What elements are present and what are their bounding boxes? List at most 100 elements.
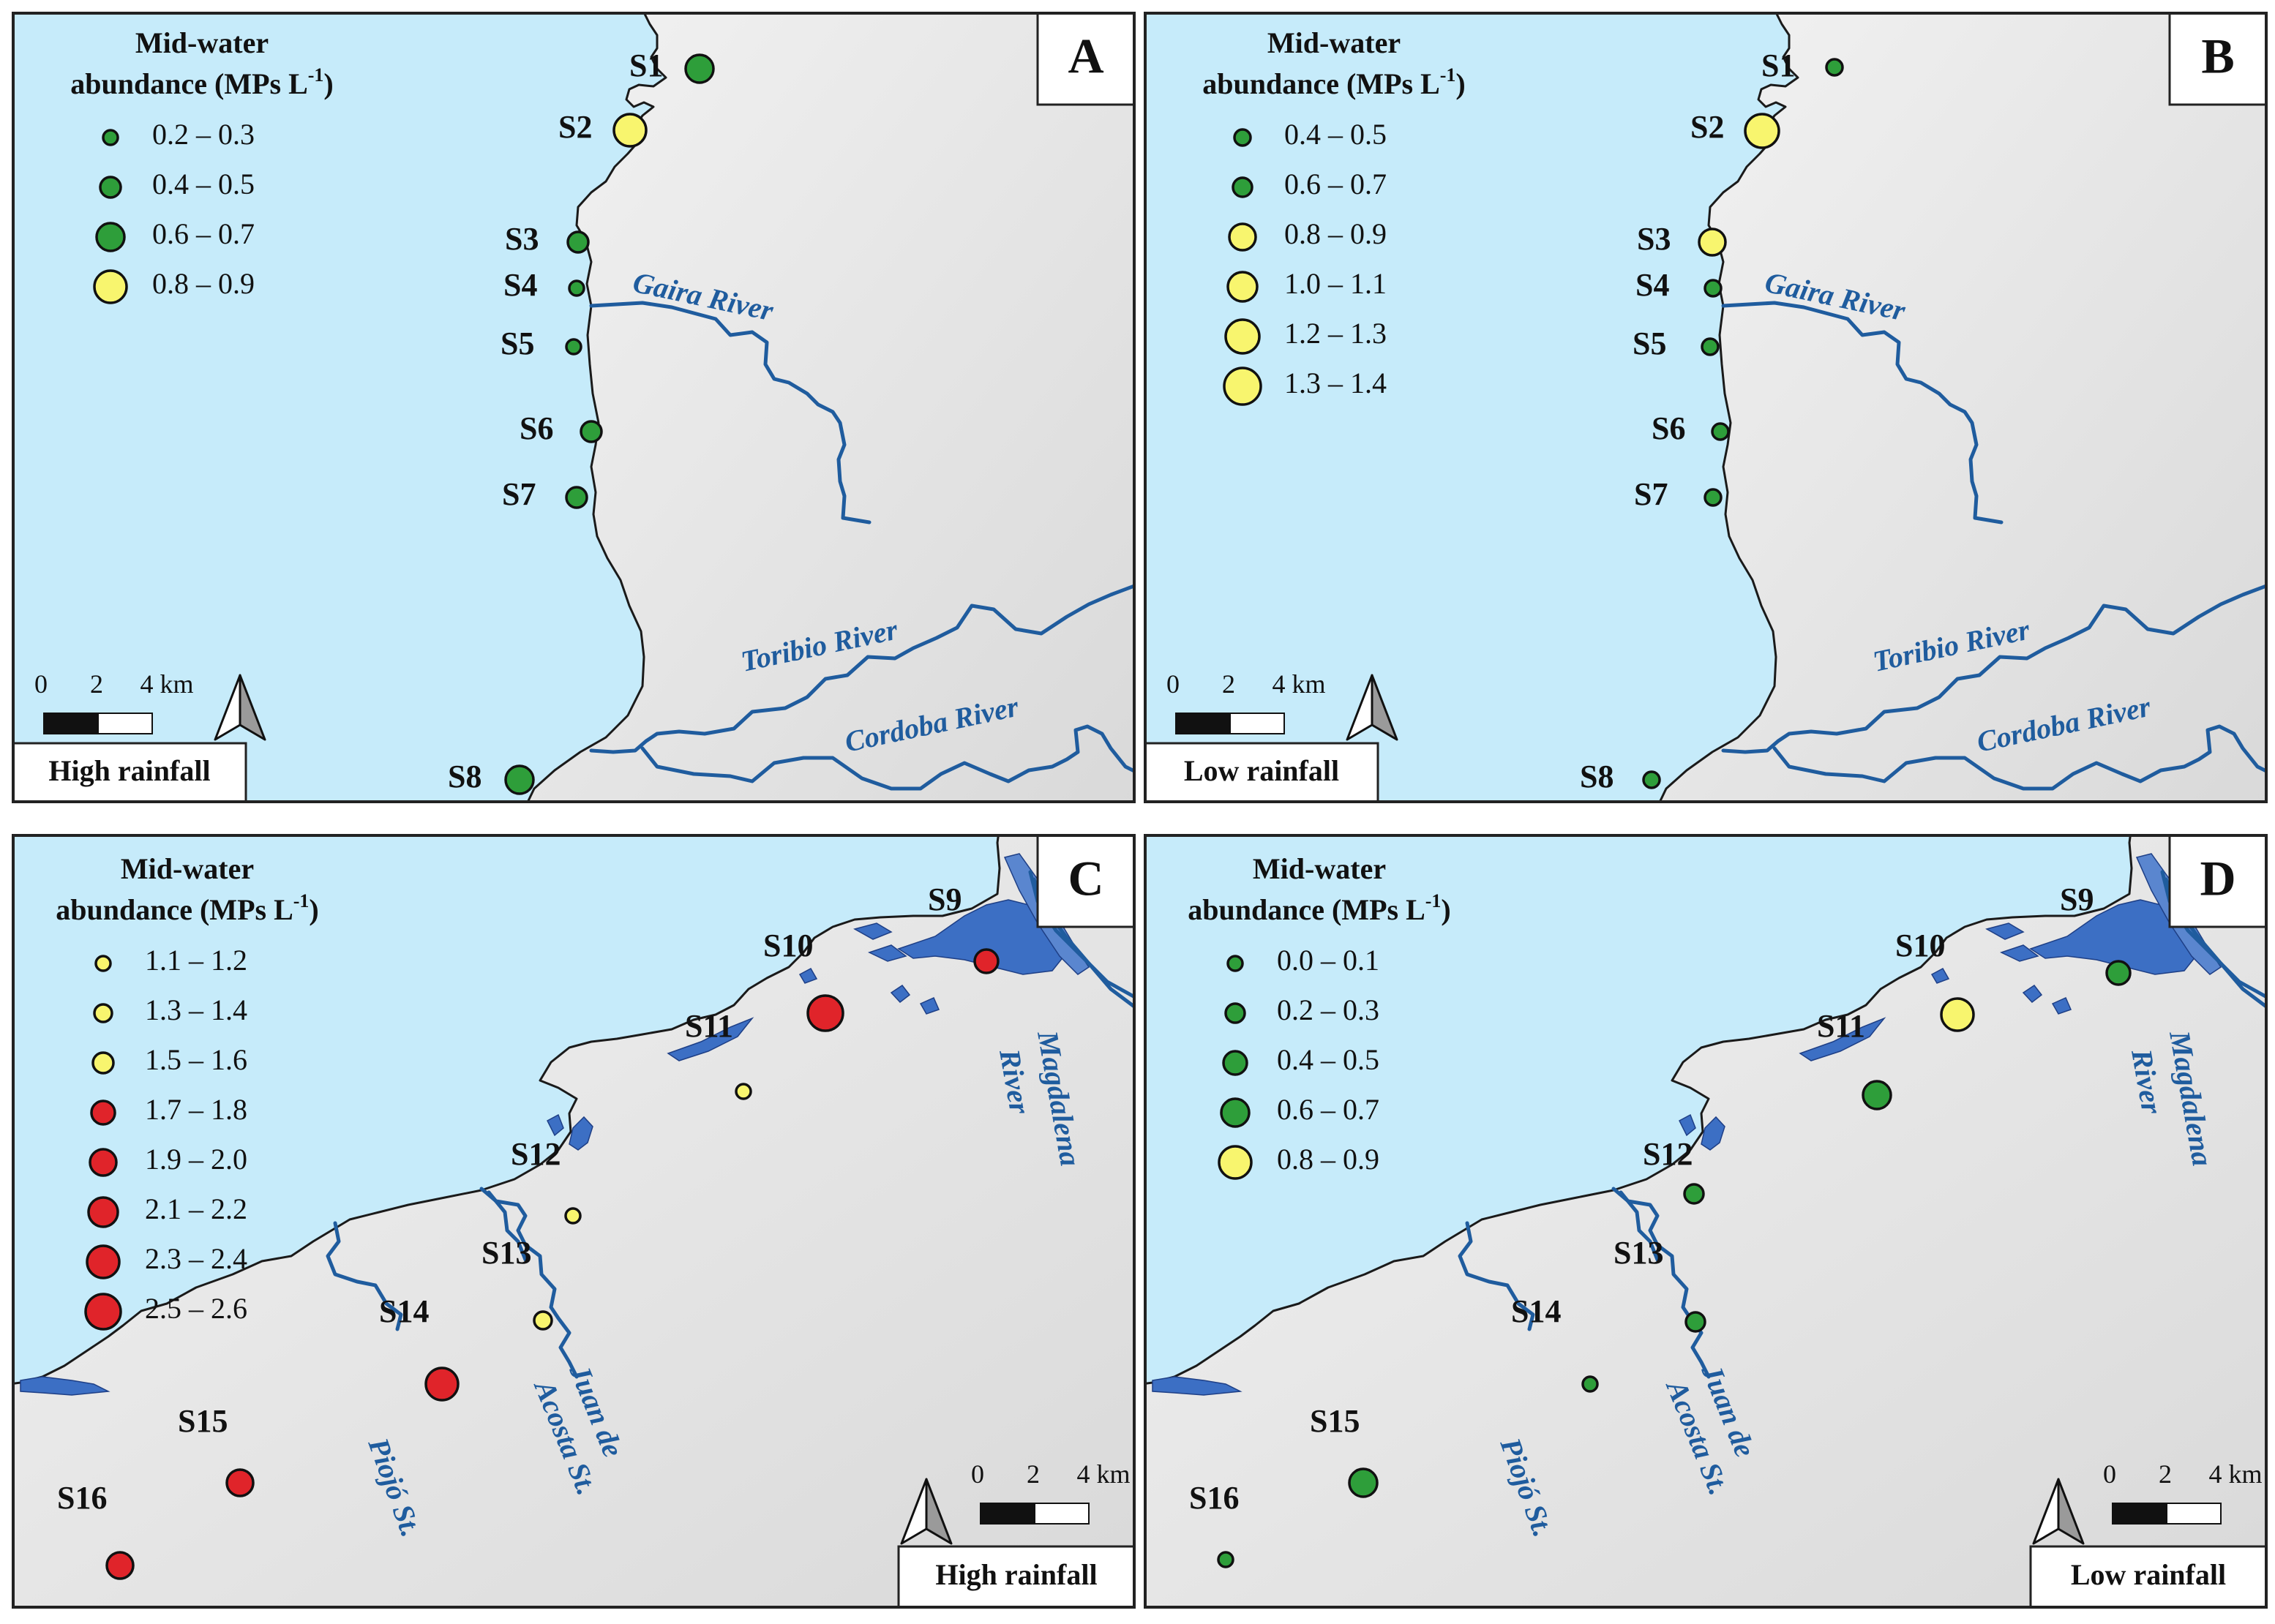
base-map xyxy=(1145,835,2266,1607)
legend-range-3: 1.0 – 1.1 xyxy=(1284,267,1387,300)
season-box: High rainfall xyxy=(12,742,247,803)
site-marker-s16 xyxy=(105,1551,135,1580)
panel-letter: B xyxy=(2201,29,2234,84)
site-label-s7: S7 xyxy=(1634,476,1668,512)
legend-range-0: 0.4 – 0.5 xyxy=(1284,118,1387,151)
site-label-s12: S12 xyxy=(511,1136,561,1172)
site-marker-s15 xyxy=(1348,1467,1379,1498)
site-marker-s6 xyxy=(580,420,603,443)
legend-range-5: 2.1 – 2.2 xyxy=(145,1192,247,1225)
panel-frame xyxy=(1144,12,2268,803)
site-marker-s7 xyxy=(565,486,588,509)
legend-range-5: 1.3 – 1.4 xyxy=(1284,366,1387,399)
site-marker-s6 xyxy=(1711,422,1730,441)
site-label-s9: S9 xyxy=(2060,881,2094,917)
legend-range-0: 0.2 – 0.3 xyxy=(152,118,255,151)
site-marker-s10 xyxy=(1940,997,1975,1032)
site-marker-s3 xyxy=(1698,228,1727,257)
legend-swatch xyxy=(1220,1097,1251,1128)
legend-range-4: 0.8 – 0.9 xyxy=(1277,1143,1379,1176)
legend-range-3: 0.8 – 0.9 xyxy=(152,267,255,300)
legend-swatch xyxy=(1224,1002,1246,1024)
panel-letter-box: C xyxy=(1036,834,1136,928)
north-arrow-icon xyxy=(2032,1478,2085,1545)
legend-swatch xyxy=(93,1003,113,1023)
scale-tick-4km: 4 km xyxy=(140,669,193,699)
site-marker-s13 xyxy=(1684,1311,1706,1333)
panel-frame xyxy=(1144,834,2268,1609)
site-marker-s15 xyxy=(225,1468,255,1497)
season-label: Low rainfall xyxy=(2071,1558,2226,1591)
site-label-s4: S4 xyxy=(503,267,537,303)
north-arrow-icon xyxy=(214,674,266,741)
site-marker-s11 xyxy=(735,1083,752,1100)
panel-letter: D xyxy=(2200,851,2235,906)
legend-range-1: 0.6 – 0.7 xyxy=(1284,168,1387,200)
legend-title-line1: Mid-water xyxy=(1253,852,1386,885)
legend-range-0: 0.0 – 0.1 xyxy=(1277,944,1379,977)
site-label-s8: S8 xyxy=(448,759,481,794)
site-marker-s8 xyxy=(1642,770,1661,789)
north-arrow-icon xyxy=(900,1478,953,1545)
legend-swatch xyxy=(1232,176,1253,198)
site-label-s8: S8 xyxy=(1580,759,1614,794)
season-label: Low rainfall xyxy=(1184,754,1339,787)
base-map xyxy=(1145,13,2266,802)
scale-tick-2: 2 xyxy=(1027,1459,1040,1489)
site-marker-s4 xyxy=(568,279,585,297)
scale-tick-2: 2 xyxy=(1222,669,1235,699)
site-label-s10: S10 xyxy=(763,928,813,963)
legend-swatch xyxy=(84,1293,122,1331)
legend-range-3: 0.6 – 0.7 xyxy=(1277,1093,1379,1126)
scale-tick-0: 0 xyxy=(2103,1459,2116,1489)
site-label-s16: S16 xyxy=(1189,1480,1239,1516)
site-marker-s1 xyxy=(1825,58,1844,77)
legend-range-1: 0.2 – 0.3 xyxy=(1277,993,1379,1026)
panel-letter-box: B xyxy=(2168,12,2268,106)
legend-range-2: 0.6 – 0.7 xyxy=(152,217,255,250)
panel-letter: A xyxy=(1068,29,1103,84)
legend-swatch xyxy=(89,1148,118,1177)
site-label-s16: S16 xyxy=(57,1480,107,1516)
legend-range-2: 1.5 – 1.6 xyxy=(145,1043,247,1076)
legend-range-7: 2.5 – 2.6 xyxy=(145,1292,247,1325)
legend-swatch xyxy=(95,222,126,252)
site-label-s15: S15 xyxy=(178,1403,228,1439)
legend-swatch xyxy=(102,129,119,146)
site-marker-s3 xyxy=(566,230,590,254)
site-label-s2: S2 xyxy=(558,109,592,145)
panel-letter: C xyxy=(1068,851,1103,906)
legend-swatch xyxy=(86,1244,121,1279)
site-marker-s1 xyxy=(684,53,715,84)
base-map xyxy=(13,13,1134,802)
site-label-s11: S11 xyxy=(1817,1008,1865,1044)
site-marker-s12 xyxy=(1683,1183,1705,1205)
site-label-s6: S6 xyxy=(520,410,553,446)
season-label: High rainfall xyxy=(935,1558,1097,1591)
legend-swatch xyxy=(1223,366,1262,406)
site-marker-s5 xyxy=(1701,337,1720,356)
site-label-s15: S15 xyxy=(1310,1403,1360,1439)
legend-range-1: 0.4 – 0.5 xyxy=(152,168,255,200)
legend-title-line2: abundance (MPs L-1) xyxy=(1202,64,1466,100)
legend-range-4: 1.9 – 2.0 xyxy=(145,1143,247,1176)
scale-tick-2: 2 xyxy=(2159,1459,2172,1489)
site-label-s5: S5 xyxy=(501,326,534,361)
season-label: High rainfall xyxy=(48,754,210,787)
legend-range-4: 1.2 – 1.3 xyxy=(1284,317,1387,350)
site-label-s11: S11 xyxy=(685,1008,733,1044)
legend-swatch xyxy=(99,176,122,199)
legend-swatch xyxy=(90,1099,116,1126)
site-marker-s9 xyxy=(2105,960,2132,986)
site-marker-s10 xyxy=(806,994,844,1032)
panel-letter-box: D xyxy=(2168,834,2268,928)
legend-swatch xyxy=(1226,955,1244,972)
site-label-s7: S7 xyxy=(502,476,536,512)
legend-range-3: 1.7 – 1.8 xyxy=(145,1093,247,1126)
